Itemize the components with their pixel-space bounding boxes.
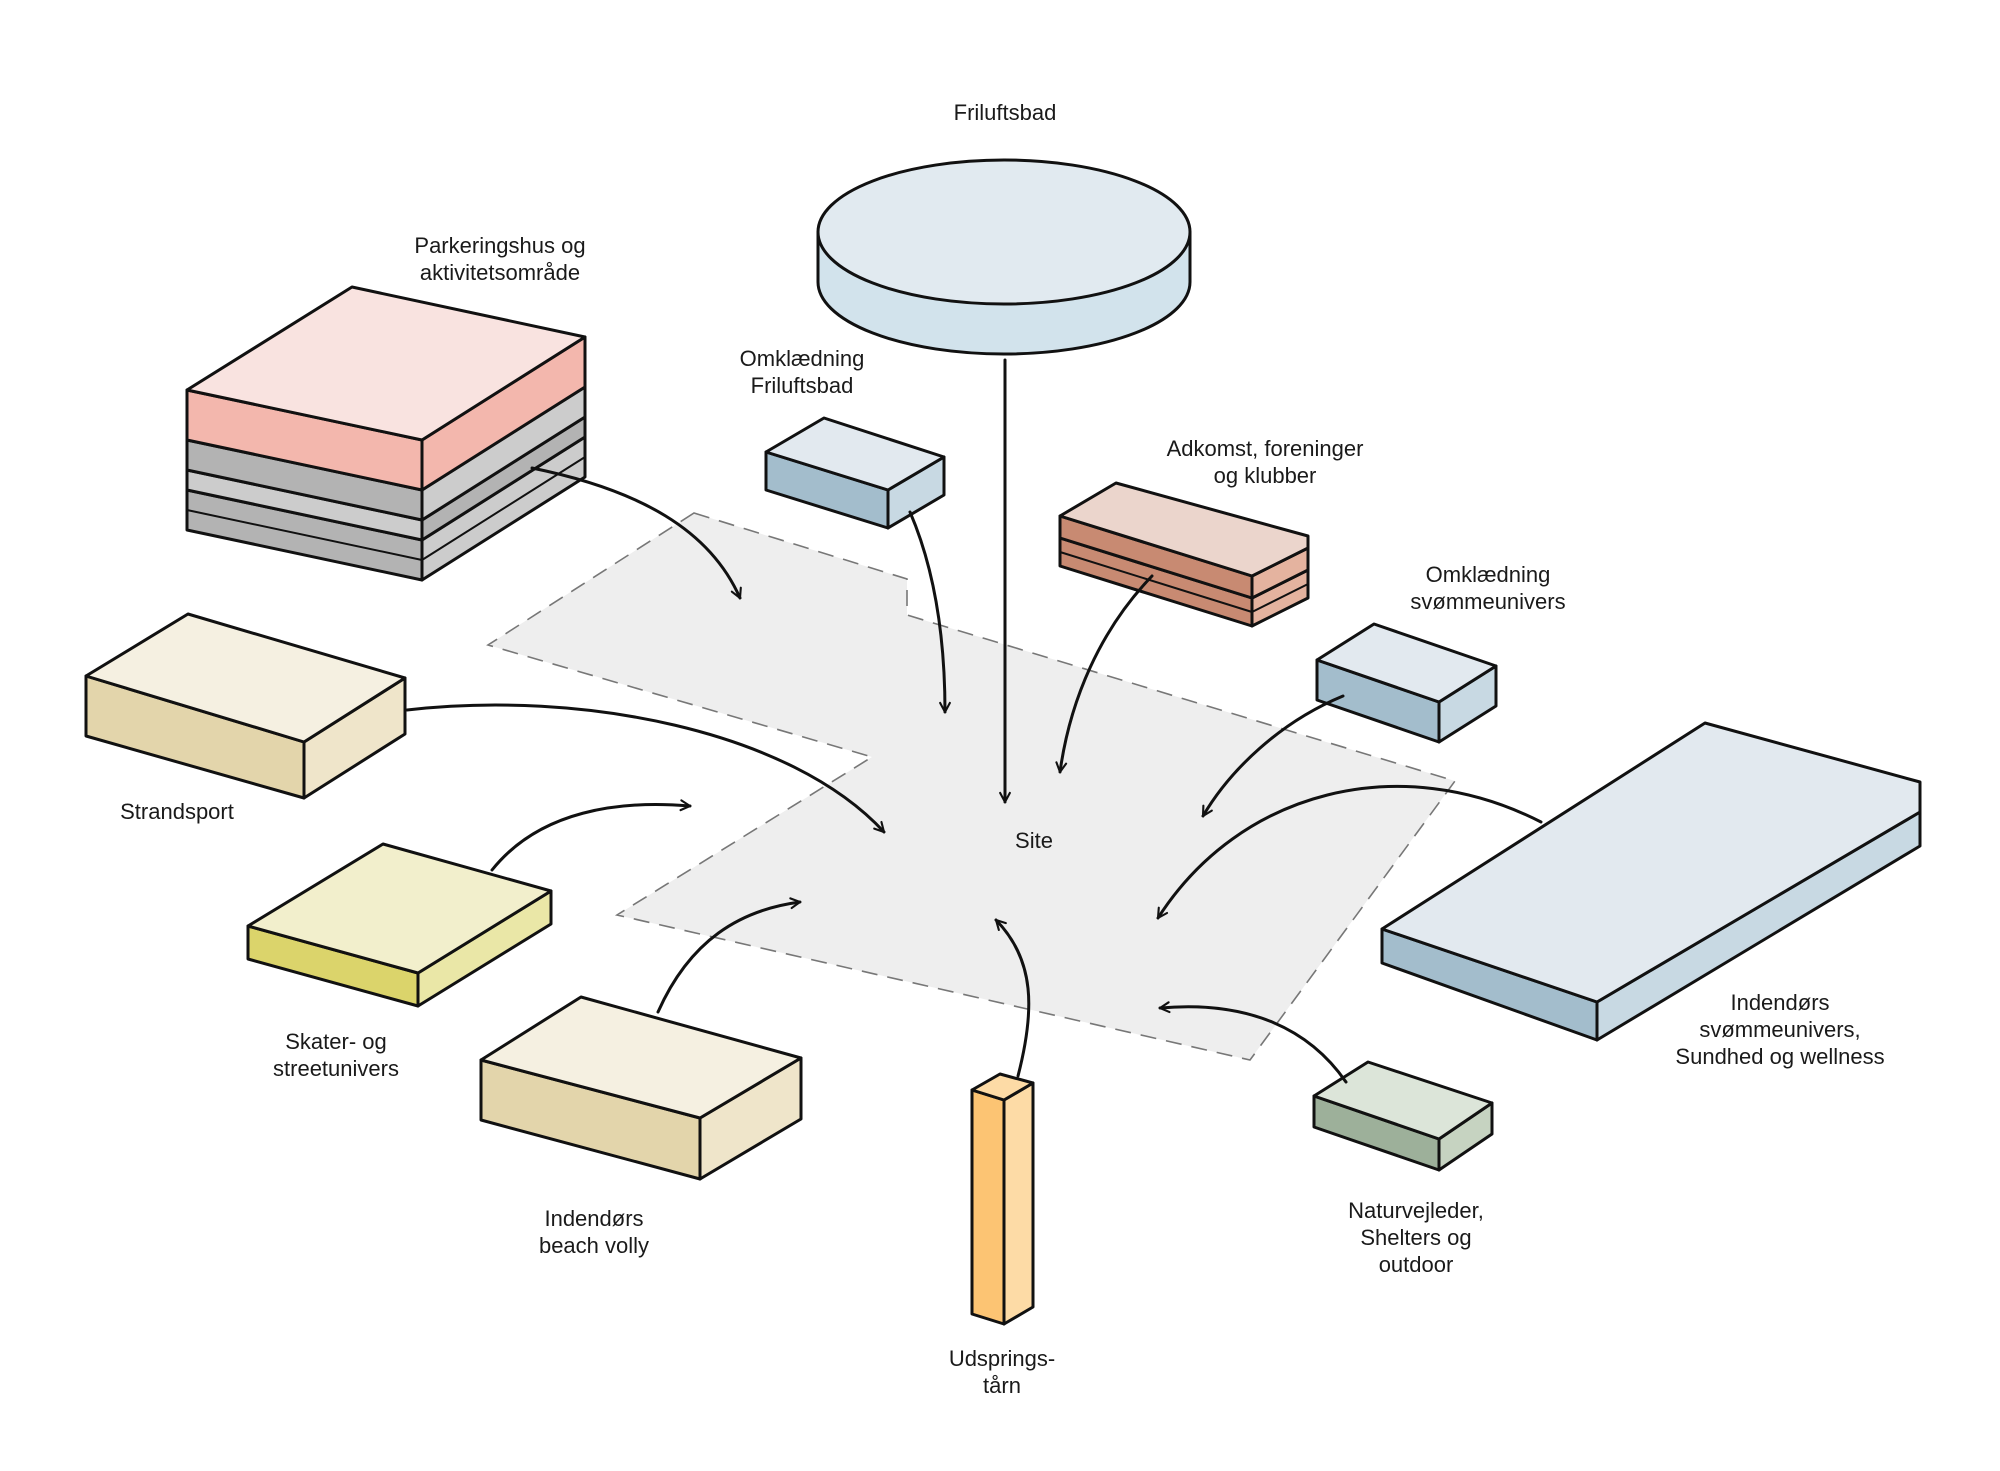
parkeringshus-block [185,285,587,582]
arrow-udspringstaarn [994,918,1031,1078]
arrow-adkomst [1055,574,1154,774]
omklaedning-svommeunivers-block [1315,622,1498,744]
site-label: Site [1015,828,1053,853]
indendors-svommeunivers-block [1380,721,1922,1042]
arrow-naturvejleder [1158,1001,1348,1084]
arrow-skater [490,799,692,872]
label-strandsport: Strandsport [120,799,234,824]
site-area [486,512,1457,1061]
omklaedning-friluftsbad-block [764,416,946,530]
arrow-indendors-svommeunivers [1156,785,1543,920]
naturvejleder-block [1312,1060,1494,1172]
arrow-strandsport [405,703,886,834]
arrow-omklaedning-svommeunivers [1201,694,1345,818]
adkomst-block [1058,481,1310,628]
udspringstaarn-block [970,1072,1035,1326]
indendors-beach-block [479,995,803,1181]
friluftsbad-cylinder [816,158,1192,356]
arrow-omklaedning-friluftsbad [908,510,951,714]
label-udspringstaarn: Udsprings-tårn [949,1346,1055,1398]
skater-block [246,842,553,1008]
arrow-indendors-beach [656,897,802,1014]
strandsport-block [84,612,407,800]
label-friluftsbad: Friluftsbad [954,100,1057,125]
arrow-parkeringshus [530,466,742,600]
